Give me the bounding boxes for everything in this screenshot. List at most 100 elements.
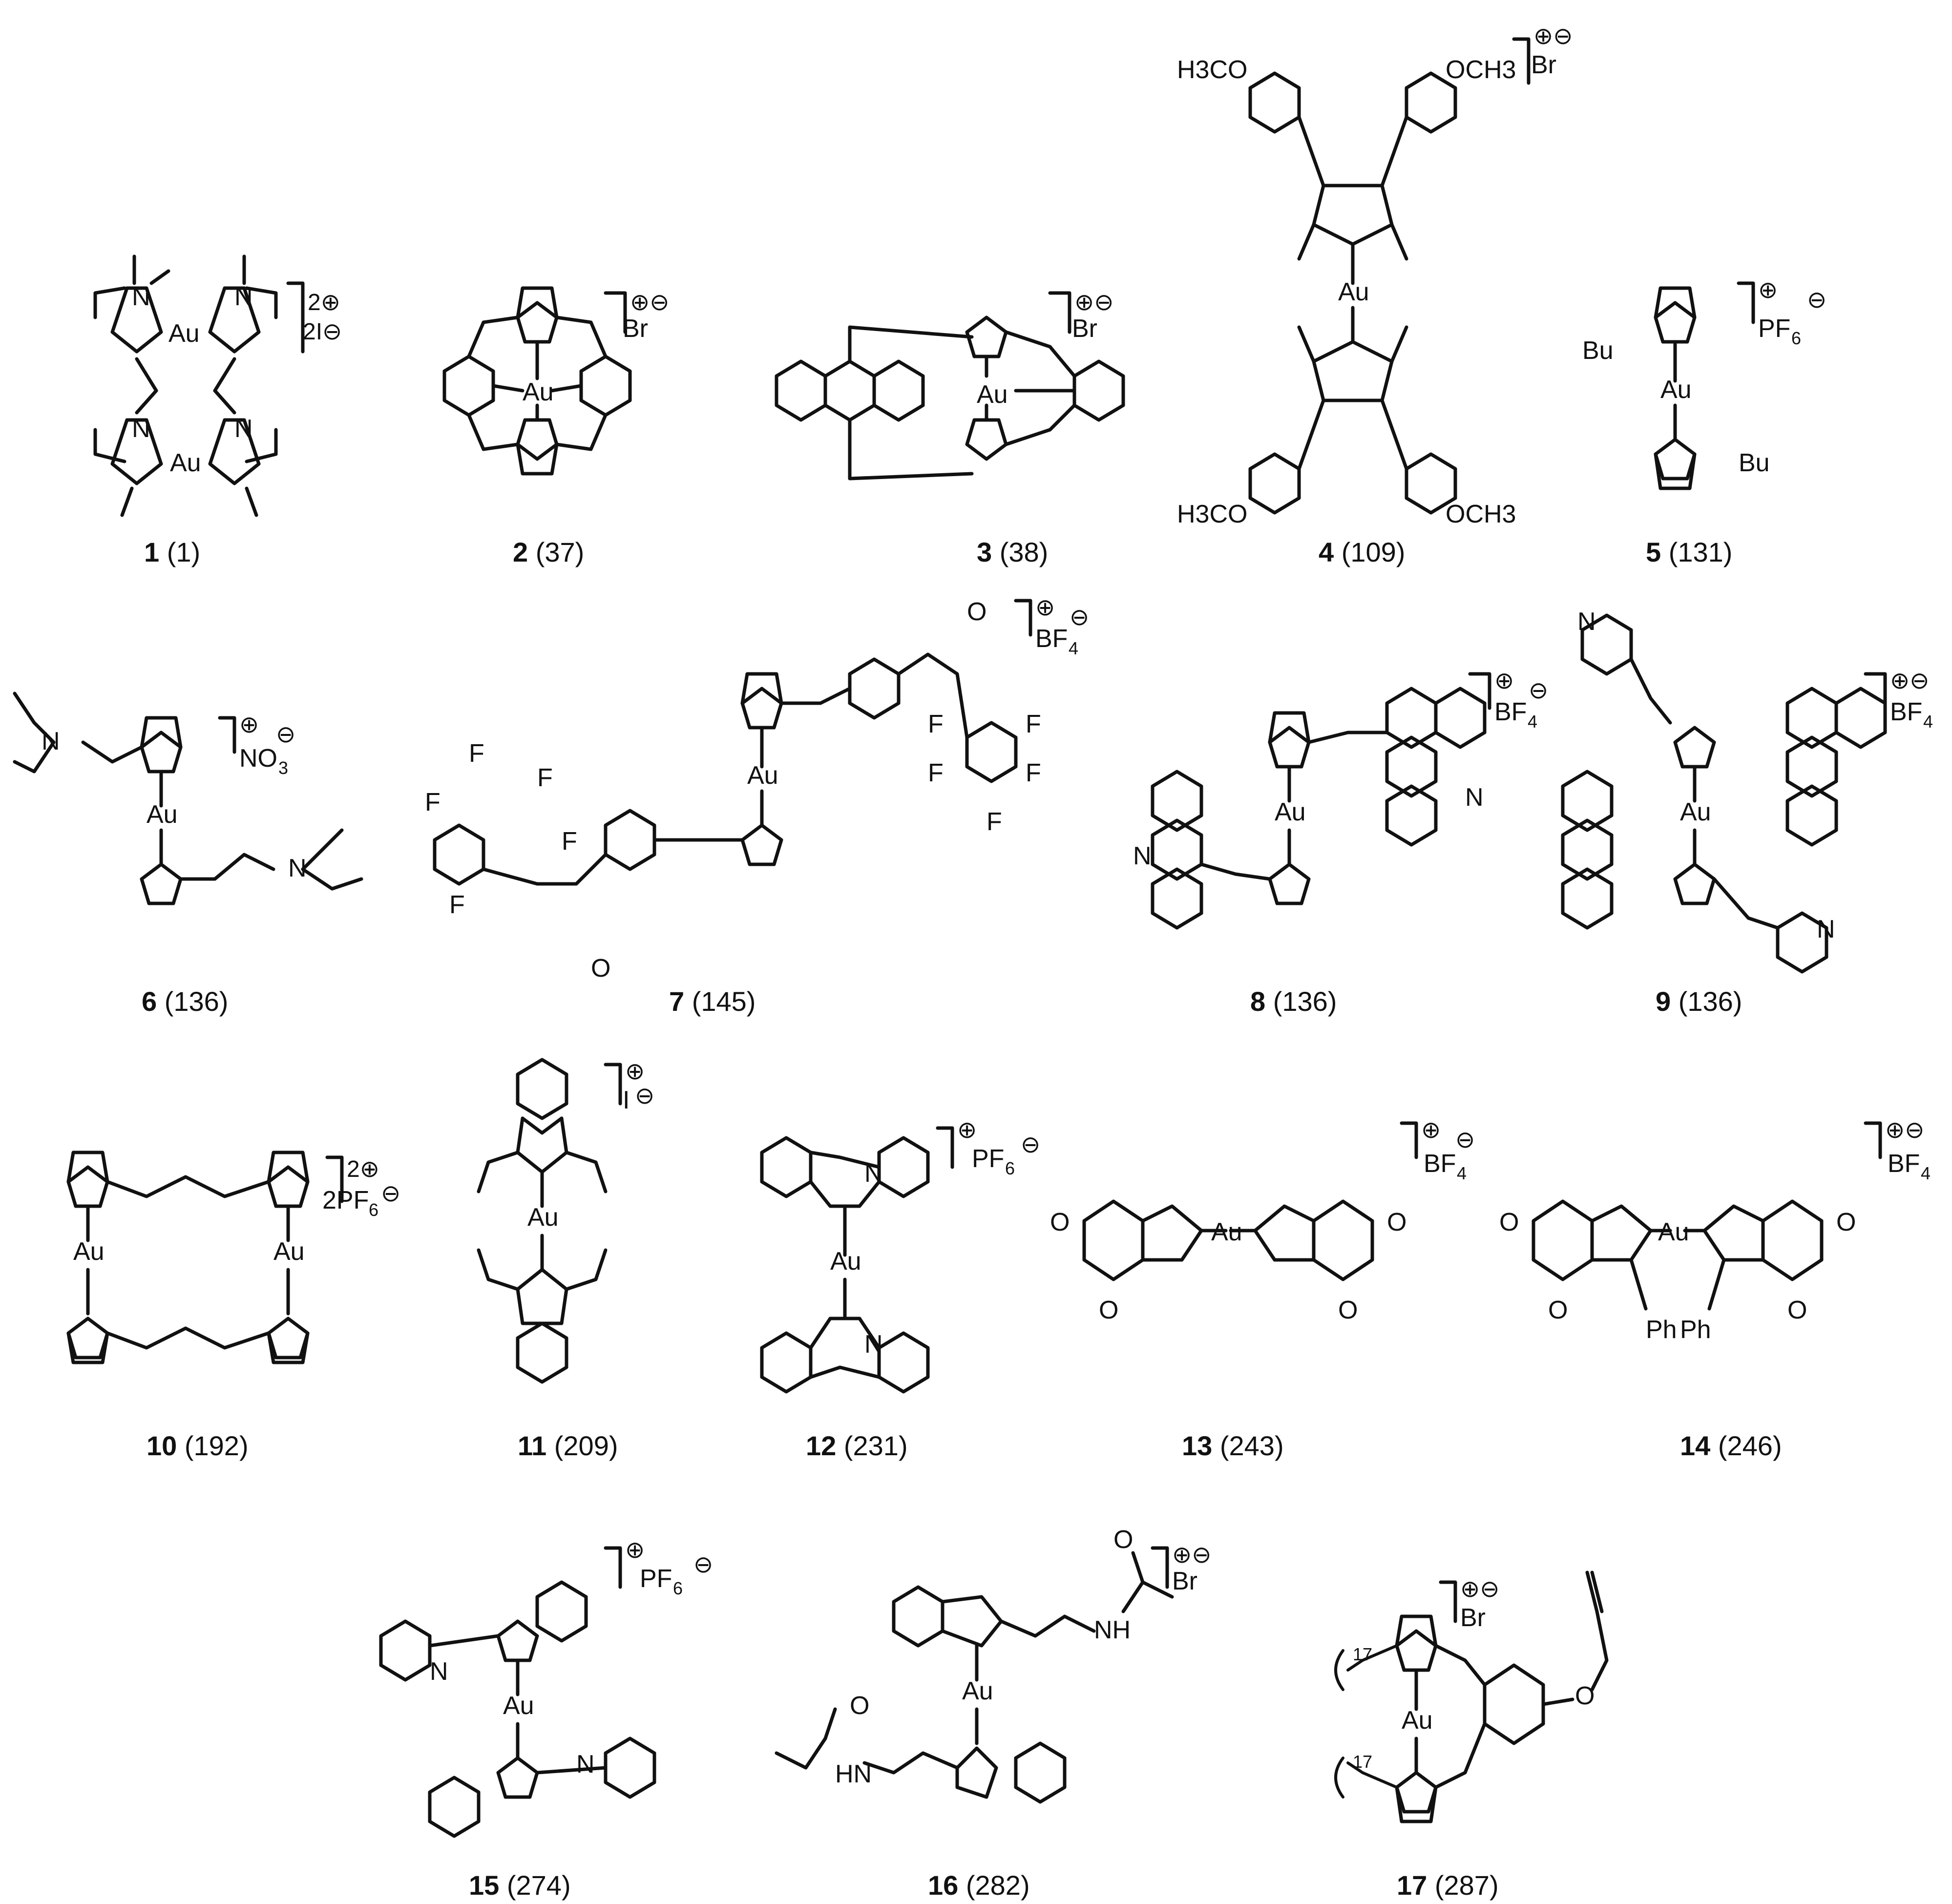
compound-6: Au N N ⊕ ⊖ NO 3 6 (136): [13, 691, 363, 1017]
n-atom: N: [132, 415, 150, 443]
svg-text:6: 6: [1791, 328, 1801, 348]
svg-text:13 (243): 13 (243): [1182, 1430, 1284, 1461]
compound-5: Au Bu Bu ⊕ ⊖ PF 6 5 (131): [1582, 277, 1826, 567]
svg-text:N: N: [42, 727, 60, 755]
svg-text:BF: BF: [1035, 625, 1068, 653]
svg-text:6: 6: [1005, 1158, 1015, 1178]
svg-text:3: 3: [278, 758, 288, 778]
svg-text:⊕⊖: ⊕⊖: [1074, 290, 1113, 315]
svg-text:1 (1): 1 (1): [144, 537, 200, 567]
svg-text:⊕: ⊕: [625, 1059, 645, 1085]
compound-8: Au N N ⊕ ⊖ BF 4 8 (136): [1133, 668, 1548, 1017]
svg-text:6: 6: [369, 1200, 378, 1220]
svg-text:⊕⊖: ⊕⊖: [1885, 1117, 1924, 1143]
svg-text:Br: Br: [1072, 314, 1097, 343]
compound-7: Au O O F F F F F F F F F F ⊕ ⊖ BF 4 7 (1…: [425, 595, 1089, 1017]
svg-text:O: O: [1787, 1296, 1807, 1324]
svg-text:Br: Br: [1460, 1604, 1486, 1632]
svg-text:I: I: [623, 1086, 630, 1114]
compound-9: Au N N ⊕⊖ BF 4 9 (136): [1561, 607, 1933, 1017]
svg-text:F: F: [562, 827, 577, 856]
svg-text:Bu: Bu: [1739, 449, 1770, 477]
svg-text:3 (38): 3 (38): [977, 537, 1048, 567]
gold-atom: Au: [523, 378, 554, 406]
svg-text:⊖: ⊖: [1021, 1132, 1040, 1158]
svg-text:9 (136): 9 (136): [1656, 986, 1742, 1017]
svg-text:4: 4: [1528, 711, 1537, 732]
svg-text:N: N: [576, 1750, 595, 1778]
svg-text:2 (37): 2 (37): [513, 537, 584, 567]
svg-text:F: F: [928, 710, 944, 738]
svg-text:H3CO: H3CO: [1177, 500, 1247, 528]
svg-text:⊕⊖: ⊕⊖: [630, 290, 669, 315]
svg-text:O: O: [1387, 1208, 1406, 1236]
compound-4: Au H3CO OCH3 H3CO OCH3 ⊕⊖ Br 4 (109): [1177, 23, 1573, 567]
svg-text:O: O: [850, 1692, 869, 1720]
svg-text:6: 6: [673, 1578, 683, 1598]
svg-text:⊕: ⊕: [1494, 668, 1514, 694]
svg-text:⊖: ⊖: [276, 722, 295, 748]
svg-text:2⊕: 2⊕: [308, 290, 340, 315]
svg-text:⊖: ⊖: [1455, 1127, 1475, 1153]
svg-text:6 (136): 6 (136): [142, 986, 228, 1017]
svg-text:15 (274): 15 (274): [469, 1870, 571, 1901]
svg-text:BF: BF: [1494, 698, 1527, 726]
gold-atom: Au: [747, 761, 778, 790]
svg-text:Ph: Ph: [1646, 1316, 1677, 1344]
svg-text:16 (282): 16 (282): [928, 1870, 1030, 1901]
svg-text:⊕: ⊕: [1035, 595, 1055, 621]
svg-text:4: 4: [1457, 1163, 1467, 1183]
gold-atom: Au: [962, 1677, 993, 1705]
svg-text:BF: BF: [1890, 698, 1922, 726]
svg-text:O: O: [1548, 1296, 1568, 1324]
reference: (1): [167, 537, 200, 567]
n-atom: N: [132, 283, 150, 311]
gold-atom: Au: [1275, 798, 1306, 826]
compound-3: Au ⊕⊖ Br 3 (38): [775, 290, 1125, 567]
svg-text:N: N: [288, 854, 307, 882]
svg-text:N: N: [864, 1159, 883, 1188]
gold-atom: Au: [168, 319, 200, 348]
counterion: Br: [623, 314, 648, 343]
svg-text:5 (131): 5 (131): [1646, 537, 1732, 567]
svg-text:NO: NO: [239, 744, 277, 773]
svg-text:7 (145): 7 (145): [669, 986, 756, 1017]
svg-text:⊖: ⊖: [381, 1181, 400, 1207]
svg-text:N: N: [430, 1657, 448, 1686]
svg-text:NH: NH: [1094, 1616, 1131, 1644]
svg-text:O: O: [1836, 1208, 1856, 1236]
svg-text:O: O: [967, 598, 986, 626]
svg-text:14 (246): 14 (246): [1680, 1430, 1782, 1461]
svg-text:⊕: ⊕: [1758, 277, 1778, 303]
svg-text:⊖: ⊖: [1070, 605, 1089, 630]
svg-text:F: F: [986, 808, 1002, 836]
svg-text:HN: HN: [835, 1760, 872, 1788]
compound-13: Au O O O O ⊕ ⊖ BF 4 13 (243): [1050, 1117, 1475, 1461]
svg-text:⊕: ⊕: [957, 1117, 977, 1143]
svg-text:⊕: ⊕: [1421, 1117, 1441, 1143]
svg-text:4: 4: [1069, 638, 1078, 658]
svg-text:10 (192): 10 (192): [147, 1430, 249, 1461]
gold-atom: Au: [170, 449, 201, 477]
svg-text:⊖: ⊖: [635, 1083, 654, 1109]
svg-text:N: N: [864, 1330, 883, 1359]
svg-text:⊖: ⊖: [1529, 678, 1548, 704]
gold-atom: Au: [977, 380, 1008, 409]
svg-text:2I⊖: 2I⊖: [303, 319, 342, 345]
svg-text:BF: BF: [1888, 1150, 1920, 1178]
gold-atom: Au: [830, 1247, 861, 1276]
gold-atom: Au: [147, 800, 178, 829]
svg-text:N: N: [1577, 607, 1596, 636]
svg-text:O: O: [591, 954, 610, 983]
n-atom: N: [234, 283, 253, 311]
gold-atom: Au: [1211, 1218, 1242, 1246]
gold-atom: Au: [273, 1237, 305, 1266]
gold-atom: Au: [1680, 798, 1711, 826]
gold-atom: Au: [527, 1203, 559, 1232]
svg-text:2⊕: 2⊕: [347, 1156, 379, 1182]
svg-text:F: F: [425, 788, 441, 816]
compound-14: Au Ph Ph O O O O ⊕⊖ BF 4 14 (246): [1499, 1117, 1931, 1461]
svg-text:⊕: ⊕: [625, 1537, 645, 1563]
svg-text:N: N: [1465, 783, 1484, 812]
